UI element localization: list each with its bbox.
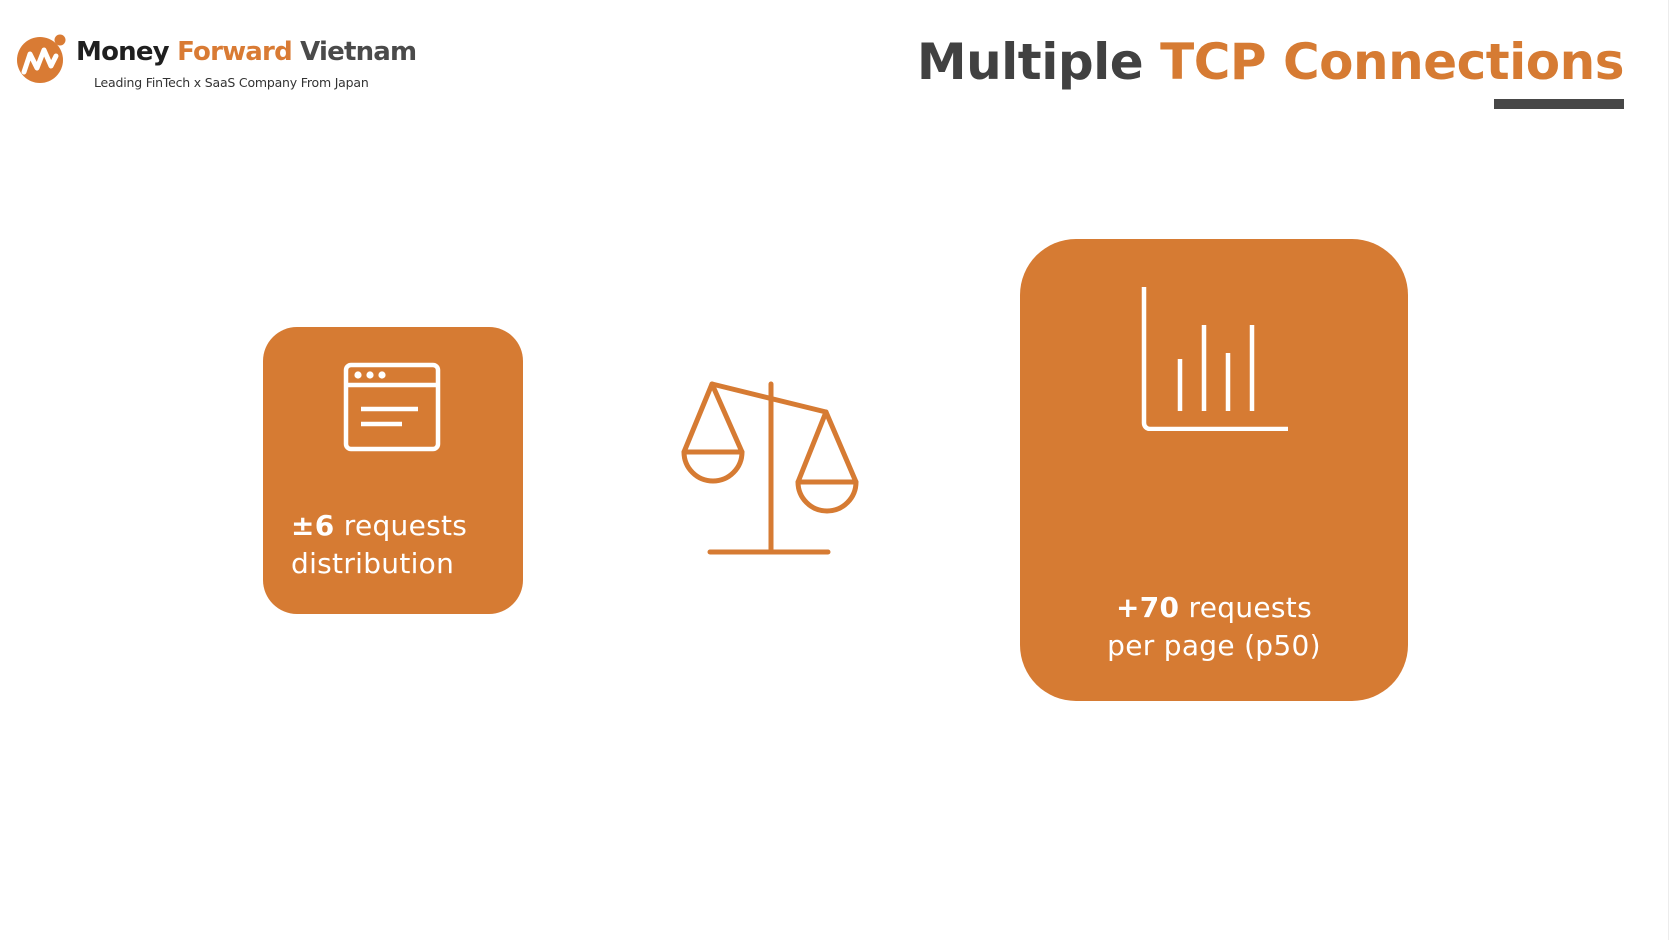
card-caption-line2: per page (p50) bbox=[1107, 629, 1321, 662]
title-underline bbox=[1494, 99, 1624, 109]
balance-scale-icon bbox=[681, 381, 859, 555]
logo-word-money: Money bbox=[76, 37, 170, 67]
card-highlight-value: ±6 bbox=[291, 509, 335, 542]
card-request-distribution: ±6 requests distribution bbox=[263, 327, 523, 614]
title-part-accent: TCP Connections bbox=[1160, 33, 1624, 91]
logo-word-forward: Forward bbox=[177, 37, 293, 67]
card-caption-rest: requests bbox=[343, 509, 468, 542]
browser-window-icon bbox=[343, 362, 441, 452]
title-part-dark: Multiple bbox=[916, 33, 1144, 91]
card-caption-rest: requests bbox=[1188, 591, 1312, 624]
card-requests-per-page: +70 requests per page (p50) bbox=[1020, 239, 1408, 701]
card-highlight-value: +70 bbox=[1116, 591, 1180, 624]
company-logo: Money Forward Vietnam Leading FinTech x … bbox=[16, 30, 417, 92]
edge-divider bbox=[1668, 0, 1669, 940]
logo-tagline: Leading FinTech x SaaS Company From Japa… bbox=[94, 75, 369, 90]
logo-word-vietnam: Vietnam bbox=[300, 37, 417, 67]
logo-wordmark: Money Forward Vietnam bbox=[76, 35, 417, 69]
logo-mark-icon bbox=[17, 34, 66, 83]
card-caption: +70 requests per page (p50) bbox=[1020, 589, 1408, 665]
card-caption: ±6 requests distribution bbox=[291, 507, 467, 583]
slide-title: Multiple TCP Connections bbox=[916, 28, 1625, 96]
bar-chart-icon bbox=[1141, 287, 1288, 431]
card-caption-line2: distribution bbox=[291, 547, 455, 580]
